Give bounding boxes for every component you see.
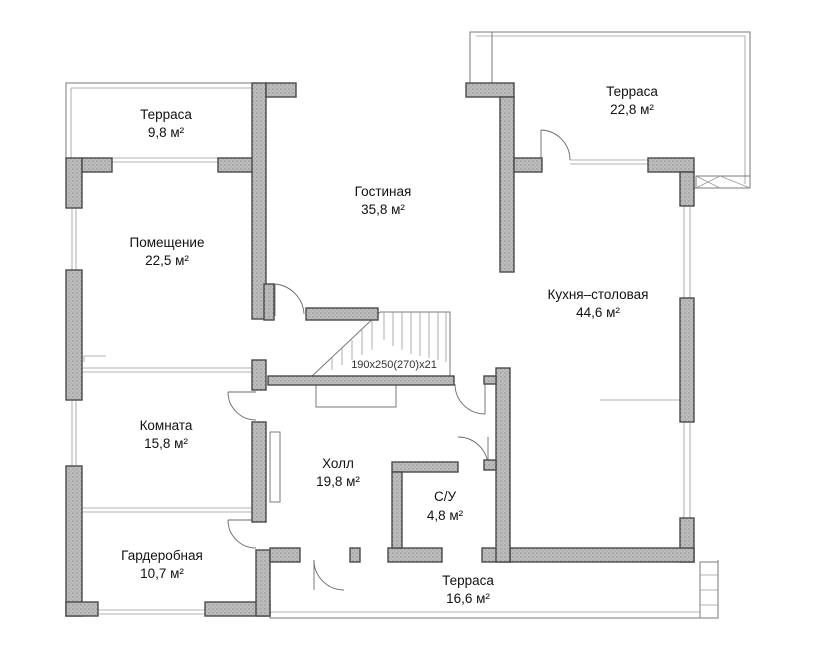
room-label: Помещение <box>130 235 205 250</box>
walls <box>65 82 695 617</box>
room-hall: Холл 19,8 м² <box>316 456 360 489</box>
room-label: Терраса <box>606 84 658 99</box>
room-area: 44,6 м² <box>576 305 620 320</box>
room-label: Комната <box>140 418 193 433</box>
room-label: Гардеробная <box>121 548 203 563</box>
room-area: 19,8 м² <box>316 474 360 489</box>
room-area: 10,7 м² <box>140 566 184 581</box>
room-label: Терраса <box>442 573 494 588</box>
room-label: Холл <box>322 456 354 471</box>
room-wardrobe: Гардеробная 10,7 м² <box>121 548 203 581</box>
room-label: Гостиная <box>355 184 412 199</box>
room-premises: Помещение 22,5 м² <box>130 235 205 268</box>
room-terrace-top-right: Терраса 22,8 м² <box>606 84 658 117</box>
room-bathroom: С/У 4,8 м² <box>427 489 464 523</box>
room-living: Гостиная 35,8 м² <box>355 184 412 217</box>
room-area: 22,5 м² <box>145 253 189 268</box>
room-area: 22,8 м² <box>610 102 654 117</box>
room-label: Терраса <box>140 107 192 122</box>
staircase <box>309 311 451 379</box>
room-kitchen-dining: Кухня–столовая 44,6 м² <box>547 287 648 320</box>
room-room: Комната 15,8 м² <box>140 418 193 451</box>
room-label: Кухня–столовая <box>547 287 648 302</box>
room-terrace-bottom: Терраса 16,6 м² <box>442 573 494 606</box>
room-label: С/У <box>434 489 457 504</box>
room-area: 35,8 м² <box>361 202 405 217</box>
room-area: 15,8 м² <box>144 436 188 451</box>
room-terrace-top-left: Терраса 9,8 м² <box>140 107 192 140</box>
room-area: 4,8 м² <box>427 508 464 523</box>
stairs-label: 190x250(270)x21 <box>351 359 437 371</box>
room-area: 9,8 м² <box>148 125 185 140</box>
room-area: 16,6 м² <box>446 591 490 606</box>
